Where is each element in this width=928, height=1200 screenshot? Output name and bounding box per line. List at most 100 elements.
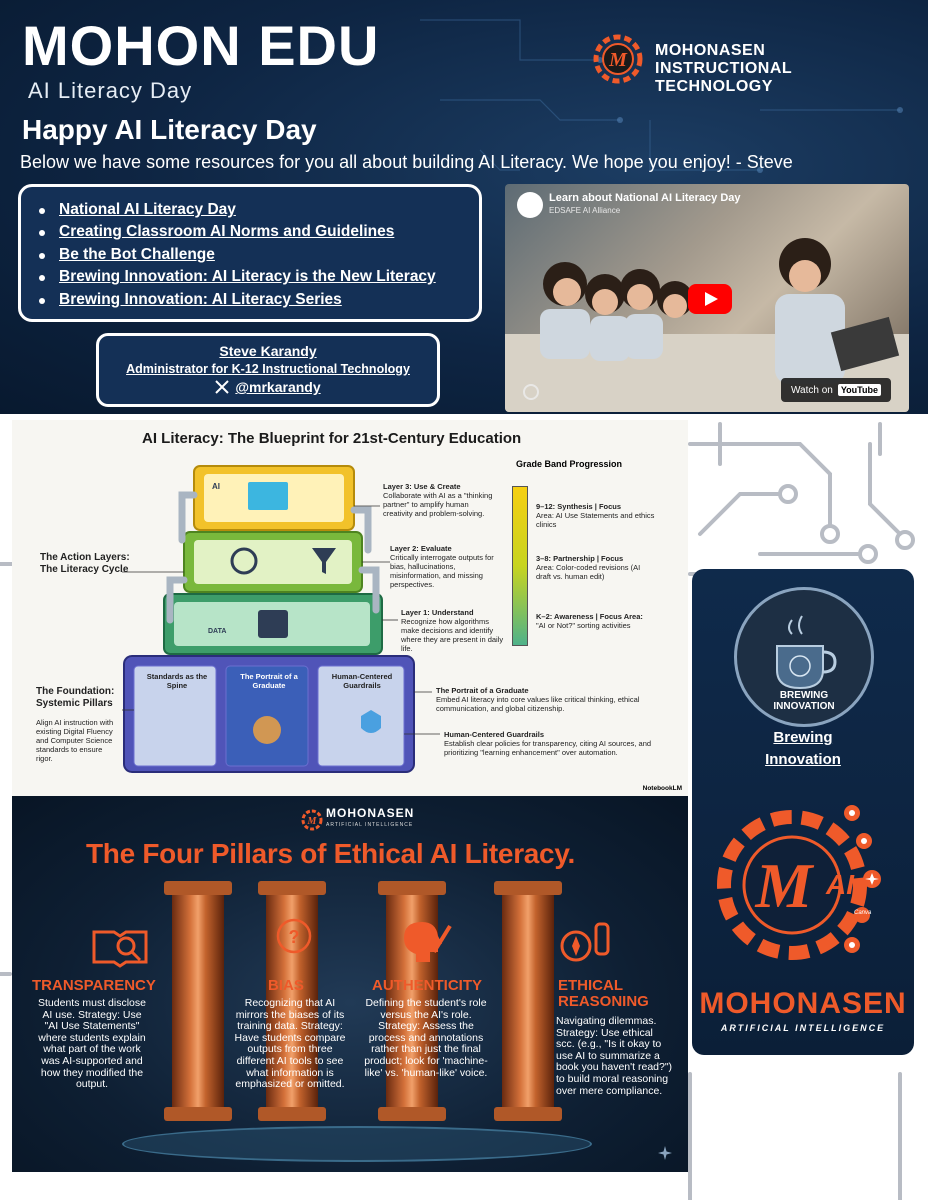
bias-heading: BIAS (268, 977, 304, 994)
action-layers-label: The Action Layers: The Literacy Cycle (40, 552, 130, 575)
layer2-title: Layer 2: Evaluate (390, 544, 452, 553)
pillar-portrait-label: The Portrait of a Graduate (240, 672, 298, 690)
video-thumbnail (505, 238, 909, 412)
mohonasen-ai-tagline: ARTIFICIAL INTELLIGENCE (720, 1023, 886, 1033)
brewing-badge-text: BREWING INNOVATION (773, 690, 835, 712)
mohonasen-gear-icon: M (301, 809, 323, 831)
head-pen-icon (404, 922, 452, 962)
gear-m-ai-icon: M (717, 805, 881, 960)
resource-link-classroom-ai-norms[interactable]: Creating Classroom AI Norms and Guidelin… (37, 221, 479, 243)
svg-text:?: ? (289, 927, 300, 947)
resource-link-brewing-new-literacy[interactable]: Brewing Innovation: AI Literacy is the N… (37, 266, 479, 288)
book-magnifier-icon (92, 930, 148, 968)
guardrails-description: Establish clear policies for transparenc… (444, 739, 652, 757)
grade-band-title: Grade Band Progression (516, 459, 623, 469)
portrait-title: The Portrait of a Graduate (436, 686, 529, 695)
layer-stack-illustration (122, 465, 440, 773)
bias-column (258, 881, 326, 1121)
compass-traffic-light-icon (560, 922, 610, 962)
four-pillars-infographic: M MOHONASEN ARTIFICIAL INTELLIGENCE The … (12, 796, 688, 1172)
blueprint-title: AI Literacy: The Blueprint for 21st-Cent… (142, 430, 522, 447)
youtube-logo-icon: YouTube (837, 384, 881, 396)
pillars-title: The Four Pillars of Ethical AI Literacy. (86, 838, 576, 869)
play-button-icon[interactable] (688, 284, 732, 314)
pillar-platform (122, 1126, 592, 1162)
resource-link-be-the-bot[interactable]: Be the Bot Challenge (37, 244, 479, 266)
brewing-innovation-link-line1[interactable]: Brewing (773, 729, 833, 746)
watch-on-youtube-button[interactable]: Watch on YouTube (780, 378, 891, 402)
authenticity-text: Defining the student's role versus the A… (364, 997, 488, 1079)
x-handle-link[interactable]: @mrkarandy (215, 379, 321, 395)
block-data-label: DATA (208, 628, 227, 635)
intro-text: Below we have some resources for you all… (20, 152, 793, 172)
contact-name-link[interactable]: Steve Karandy (219, 343, 317, 359)
mai-ai-text: AI (826, 869, 854, 900)
grade-k-2-title: K–2: Awareness | Focus Area: (536, 612, 643, 621)
grade-3-8-description: Area: Color-coded revisions (AI draft vs… (536, 563, 641, 581)
logo-line-2: INSTRUCTIONAL TECHNOLOGY (655, 60, 792, 95)
sparkle-icon (658, 1146, 672, 1160)
pillar-standards-label: Standards as the Spine (146, 672, 208, 690)
grade-9-12-description: Area: AI Use Statements and ethics clini… (536, 511, 655, 529)
foundation-label: The Foundation: Systemic Pillars (36, 686, 115, 709)
video-title[interactable]: Learn about National AI Literacy Day (549, 192, 741, 204)
channel-avatar[interactable] (517, 192, 543, 218)
svg-text:M: M (307, 816, 318, 827)
resource-link-brewing-series[interactable]: Brewing Innovation: AI Literacy Series (37, 289, 479, 311)
ai-literacy-blueprint-infographic: AI Literacy: The Blueprint for 21st-Cent… (12, 420, 688, 796)
brand-subtitle: AI Literacy Day (28, 78, 193, 103)
brewing-innovation-link-line2[interactable]: Innovation (765, 751, 841, 768)
brewing-innovation-badge[interactable]: BREWING INNOVATION (734, 587, 874, 727)
page-headline: Happy AI Literacy Day (22, 114, 317, 145)
circuit-background-lower (0, 422, 915, 1200)
link-icon[interactable] (523, 384, 539, 400)
transparency-heading: TRANSPARENCY (32, 977, 156, 994)
ethical-reasoning-column (494, 881, 562, 1121)
foundation-description: Align AI instruction with existing Digit… (36, 718, 114, 763)
layer3-title: Layer 3: Use & Create (383, 482, 461, 491)
svg-text:M: M (608, 49, 628, 71)
transparency-column (164, 881, 232, 1121)
mohonasen-instructional-technology-logo: M MOHONASEN INSTRUCTIONAL TECHNOLOGY (585, 24, 905, 95)
authenticity-heading: AUTHENTICITY (372, 977, 482, 994)
pillars-brand-sub: ARTIFICIAL INTELLIGENCE (326, 822, 414, 828)
bias-text: Recognizing that AI mirrors the biases o… (234, 997, 346, 1091)
canva-label: Canva (854, 910, 872, 916)
grade-3-8-title: 3–8: Partnership | Focus (536, 554, 624, 563)
guardrails-title: Human-Centered Guardrails (444, 730, 545, 739)
x-logo-icon (215, 380, 230, 394)
grade-k-2-description: "AI or Not?" sorting activities (536, 621, 631, 630)
layer2-description: Critically interrogate outputs for bias,… (390, 553, 494, 589)
gear-m-icon: M (593, 34, 643, 84)
grade-band-bar (512, 486, 528, 646)
coffee-cup-icon (776, 615, 837, 690)
pillar-guardrails-label: Human-Centered Guardrails (331, 672, 393, 690)
portrait-description: Embed AI literacy into core values like … (436, 695, 640, 713)
video-embed[interactable]: Learn about National AI Literacy Day EDS… (505, 184, 909, 412)
layer1-description: Recognize how algorithms make decisions … (401, 617, 504, 653)
svg-text:M: M (755, 850, 815, 921)
transparency-text: Students must disclose AI use. Strategy:… (38, 997, 146, 1091)
ethical-reasoning-heading: ETHICAL REASONING (558, 977, 649, 1010)
contact-role-link[interactable]: Administrator for K-12 Instructional Tec… (126, 362, 410, 376)
ethical-reasoning-text: Navigating dilemmas. Strategy: Use ethic… (556, 1015, 673, 1097)
side-card: BREWING INNOVATION Brewing Innovation M … (692, 569, 914, 1055)
logo-line-1: MOHONASEN (655, 42, 766, 59)
video-channel: EDSAFE AI Alliance (549, 206, 621, 215)
scales-icon: ? (276, 918, 312, 954)
notebooklm-watermark: NotebookLM (642, 785, 682, 792)
resource-links-box: National AI Literacy Day Creating Classr… (18, 184, 482, 322)
resource-link-national-ai-literacy-day[interactable]: National AI Literacy Day (37, 199, 479, 221)
block-ai-label: AI (212, 482, 220, 491)
grade-9-12-title: 9–12: Synthesis | Focus (536, 502, 622, 511)
brand-title: MOHON EDU (22, 14, 380, 77)
layer1-title: Layer 1: Understand (401, 608, 474, 617)
circuit-background (420, 19, 903, 173)
mohonasen-ai-logo: M AI Canva (702, 783, 904, 988)
layer3-description: Collaborate with AI as a "thinking partn… (383, 491, 493, 518)
pillars-brand: MOHONASEN (326, 806, 415, 820)
header-banner: MOHON EDU AI Literacy Day M MOHONASEN IN… (0, 0, 928, 414)
contact-box: Steve Karandy Administrator for K-12 Ins… (96, 333, 440, 407)
resource-list: National AI Literacy Day Creating Classr… (21, 187, 479, 311)
mohonasen-wordmark: MOHONASEN (699, 987, 907, 1020)
